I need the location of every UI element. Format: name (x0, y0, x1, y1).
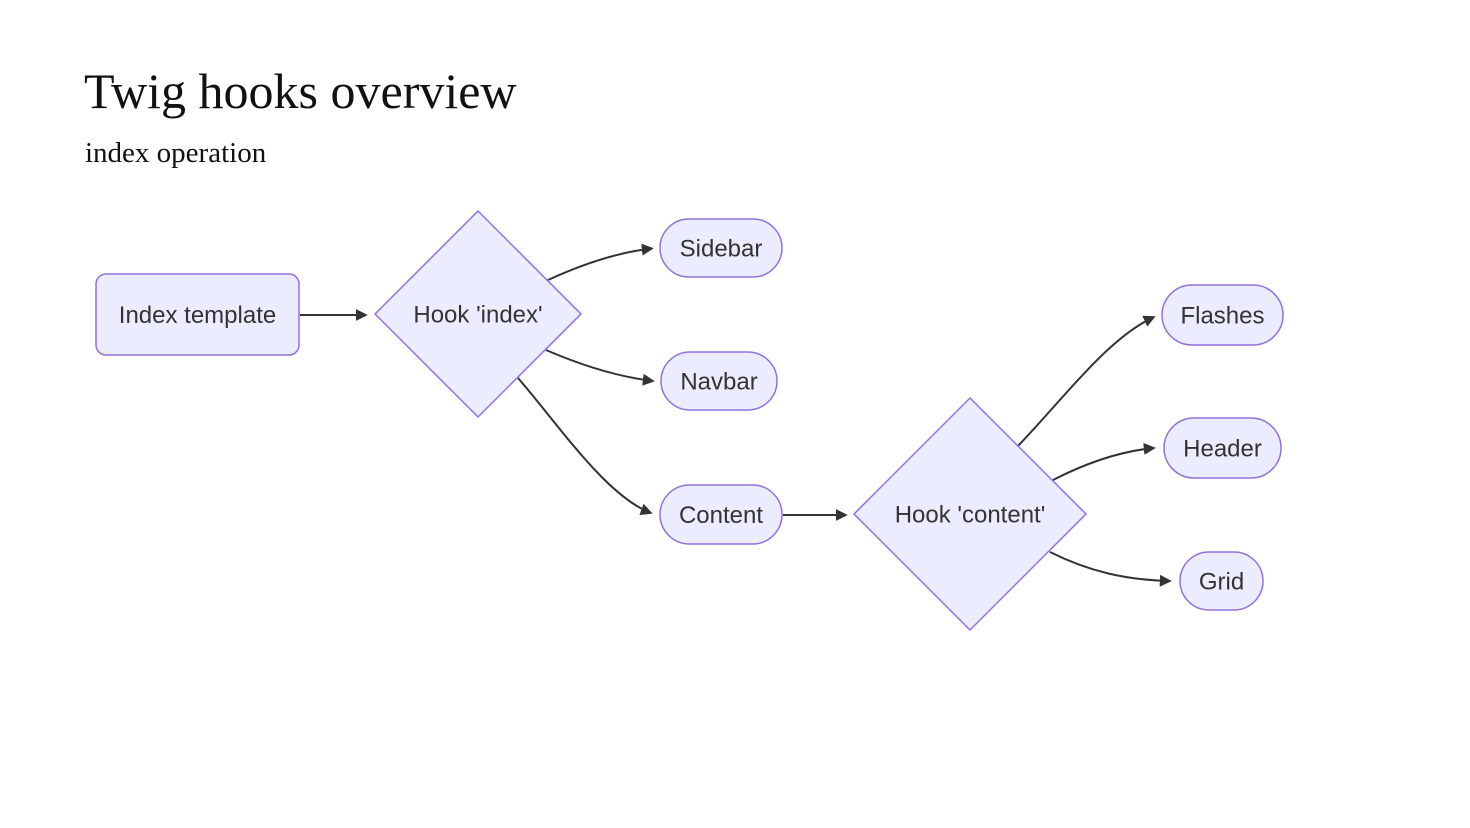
node-grid-label: Grid (1199, 569, 1244, 596)
edge-hook-index-to-navbar (545, 349, 655, 386)
edge-hook-index-to-content (517, 377, 653, 515)
node-navbar-shape (660, 351, 778, 411)
node-hook-content-label: Hook 'content' (895, 502, 1046, 529)
node-header-label: Header (1183, 436, 1262, 463)
node-sidebar-shape (659, 218, 783, 278)
node-header: Header (1163, 417, 1282, 479)
page-subtitle: index operation (85, 137, 267, 169)
node-hook-index-shape (373, 209, 583, 419)
node-content-label: Content (679, 502, 763, 529)
node-flashes-label: Flashes (1180, 303, 1264, 330)
node-flashes: Flashes (1161, 284, 1284, 346)
edge-hook-index-to-sidebar (547, 243, 654, 281)
node-hook-content: Hook 'content' (852, 396, 1088, 632)
node-header-shape (1163, 417, 1282, 479)
node-index-template-shape (95, 273, 300, 356)
node-hook-index: Hook 'index' (373, 209, 583, 419)
node-index-template: Index template (95, 273, 300, 356)
node-index-template-label: Index template (119, 302, 276, 329)
node-navbar-label: Navbar (680, 369, 757, 396)
node-hook-index-label: Hook 'index' (413, 302, 542, 329)
node-grid-shape (1179, 551, 1264, 611)
edge-hook-content-to-header (1052, 442, 1156, 481)
node-flashes-shape (1161, 284, 1284, 346)
node-hook-content-shape (852, 396, 1088, 632)
edge-hook-content-to-grid (1049, 551, 1172, 587)
node-sidebar-label: Sidebar (680, 236, 763, 263)
node-navbar: Navbar (660, 351, 778, 411)
edge-hook-content-to-flashes (1017, 315, 1156, 447)
node-content-shape (659, 484, 783, 545)
node-grid: Grid (1179, 551, 1264, 611)
page-title: Twig hooks overview (84, 63, 517, 119)
node-content: Content (659, 484, 783, 545)
edge-group (300, 243, 1172, 587)
node-sidebar: Sidebar (659, 218, 783, 278)
